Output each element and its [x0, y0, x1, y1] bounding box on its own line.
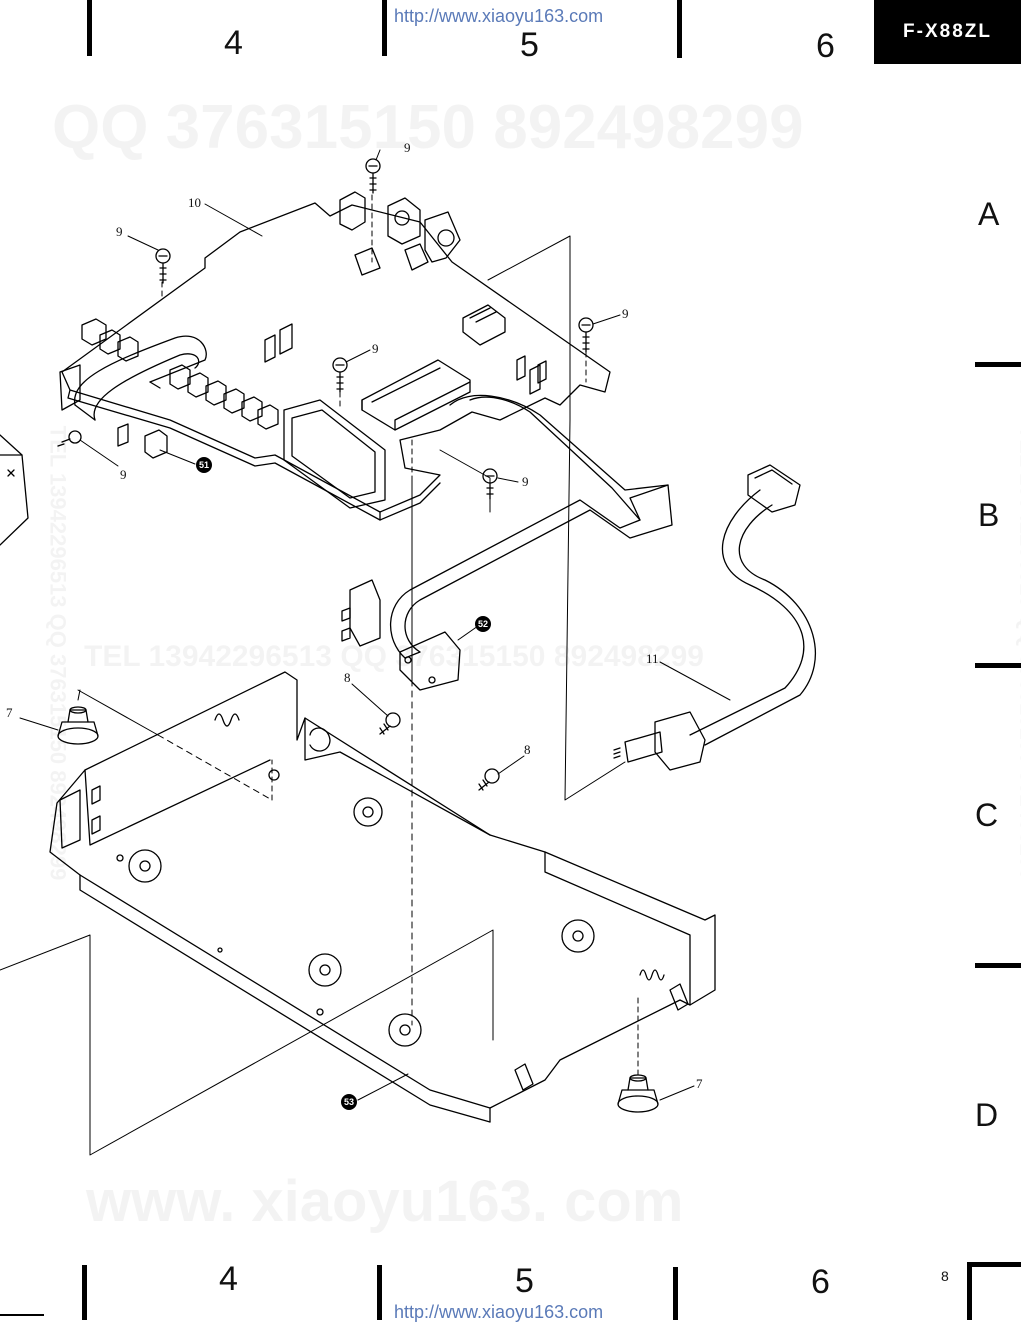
label-screw-9-left: 9: [116, 224, 123, 239]
corner-mark-h: [967, 1262, 1021, 1267]
ref-badge-53: 53: [341, 1094, 357, 1110]
bottom-left-rule: [0, 1314, 44, 1316]
top-tick-1: [87, 0, 92, 56]
watermark-qq: QQ 376315150 892498299: [52, 92, 804, 163]
ribbon-cable-51: [74, 335, 207, 421]
ref-badge-51: 51: [196, 457, 212, 473]
label-board-10: 10: [188, 195, 201, 210]
rubber-foot-right: [617, 1074, 659, 1113]
ref-badge-52: 52: [475, 616, 491, 632]
rubber-foot-left: [57, 706, 99, 745]
row-divider-3: [975, 963, 1021, 968]
row-label-A: A: [978, 196, 1000, 232]
bottom-tick-3: [673, 1267, 678, 1320]
page-number: 8: [941, 1268, 949, 1284]
row-label-D: D: [975, 1097, 999, 1133]
label-screw-9-side: 9: [120, 467, 127, 482]
label-screw-8-left: 8: [344, 670, 351, 685]
column-label-bottom-4: 4: [219, 1260, 238, 1298]
column-label-top-5: 5: [520, 26, 539, 64]
ribbon-cable-52: [389, 394, 673, 659]
column-label-bottom-5: 5: [515, 1262, 534, 1300]
column-label-bottom-6: 6: [811, 1263, 830, 1301]
watermark-tel-qq: TEL 13942296513 QQ 376315150 892498299: [84, 640, 704, 674]
url-bottom[interactable]: http://www.xiaoyu163.com: [394, 1302, 604, 1322]
label-screw-9-center: 9: [372, 341, 379, 356]
switch-bracket: [341, 579, 461, 691]
label-screw-8-right: 8: [524, 742, 531, 757]
row-label-B: B: [978, 497, 1000, 533]
bottom-tick-1: [82, 1265, 87, 1320]
main-pcb-board: [59, 191, 611, 521]
url-top[interactable]: http://www.xiaoyu163.com: [394, 6, 604, 26]
label-cable-11: 11: [646, 651, 659, 666]
column-label-top-4: 4: [224, 24, 243, 62]
model-badge: F-X88ZL: [874, 0, 1021, 64]
label-screw-9-right: 9: [622, 306, 629, 321]
bottom-chassis: [49, 671, 716, 1123]
label-foot-7-left: 7: [6, 705, 13, 720]
column-label-top-6: 6: [816, 27, 835, 65]
bottom-tick-2: [377, 1265, 382, 1320]
screws-8: [379, 712, 500, 791]
watermark-site: www. xiaoyu163. com: [86, 1168, 683, 1235]
top-tick-2: [382, 0, 387, 56]
label-foot-7-right: 7: [696, 1076, 703, 1091]
assembly-guide-lines: [0, 194, 639, 1156]
label-screw-9-lower: 9: [522, 474, 529, 489]
corner-mark-v: [967, 1262, 972, 1320]
screws-9: [57, 158, 594, 500]
leader-lines: [19, 149, 731, 1101]
row-label-C: C: [975, 797, 999, 833]
side-unit-fragment: [0, 434, 29, 546]
row-divider-1: [975, 362, 1021, 367]
row-divider-2: [975, 663, 1021, 668]
top-tick-3: [677, 0, 682, 58]
cable-11: [613, 464, 816, 771]
label-screw-9-top: 9: [404, 140, 411, 155]
